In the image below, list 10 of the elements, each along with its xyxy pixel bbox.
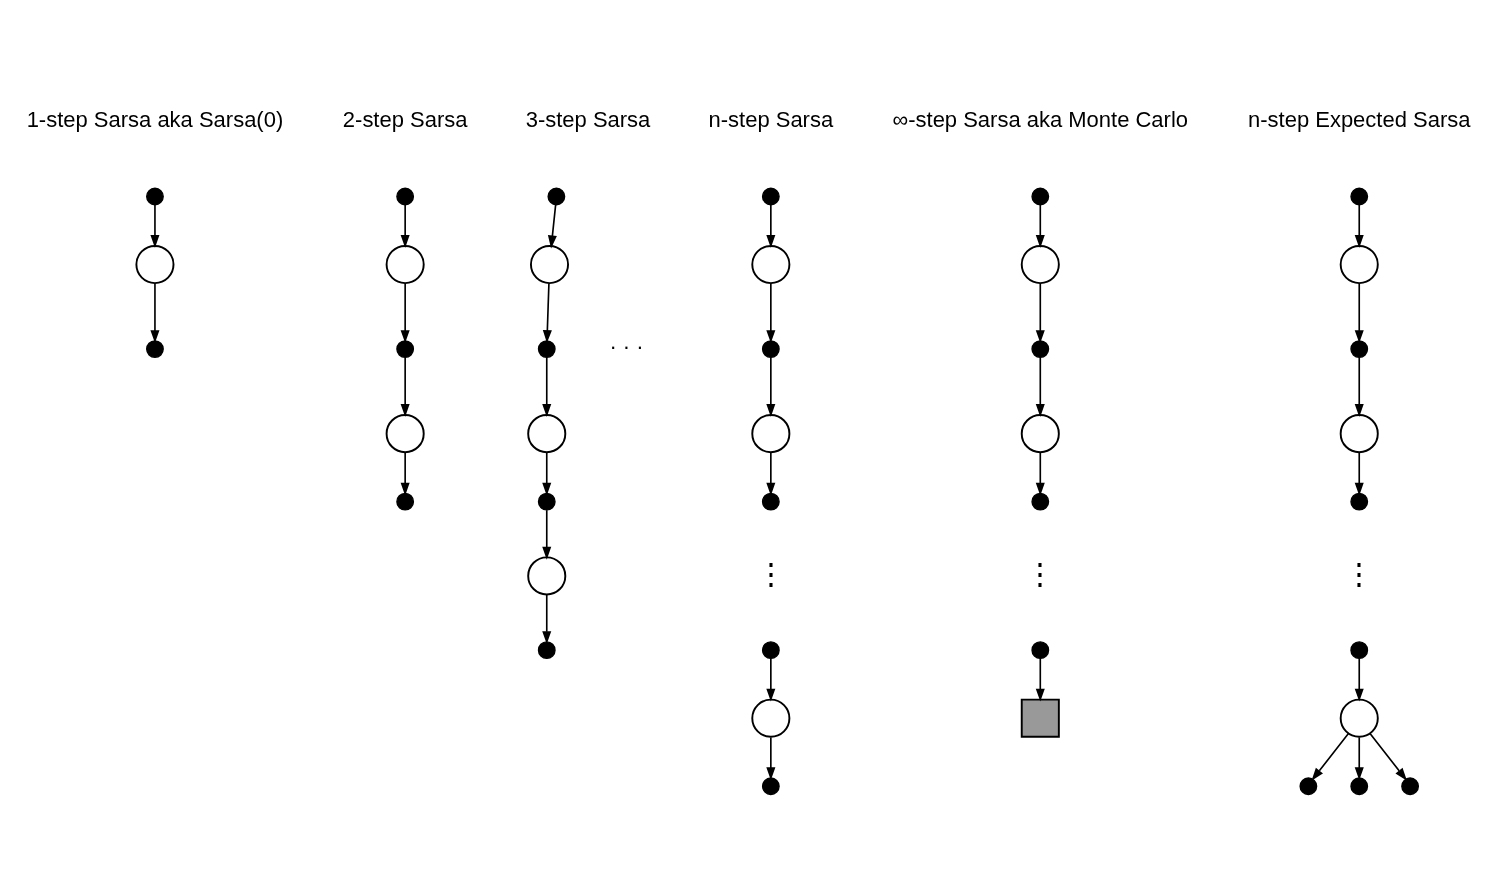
label: 2-step Sarsa — [342, 107, 468, 133]
label: n-step Sarsa — [708, 107, 834, 133]
label: n-step Expected Sarsa — [1248, 107, 1471, 133]
label: ⋮ — [755, 556, 786, 590]
label: 1-step Sarsa aka Sarsa(0) — [26, 107, 284, 133]
label: · · · — [609, 334, 644, 360]
label: 3-step Sarsa — [525, 107, 651, 133]
label: ⋮ — [1025, 556, 1056, 590]
label: ∞-step Sarsa aka Monte Carlo — [892, 107, 1189, 133]
label: ⋮ — [1344, 556, 1375, 590]
